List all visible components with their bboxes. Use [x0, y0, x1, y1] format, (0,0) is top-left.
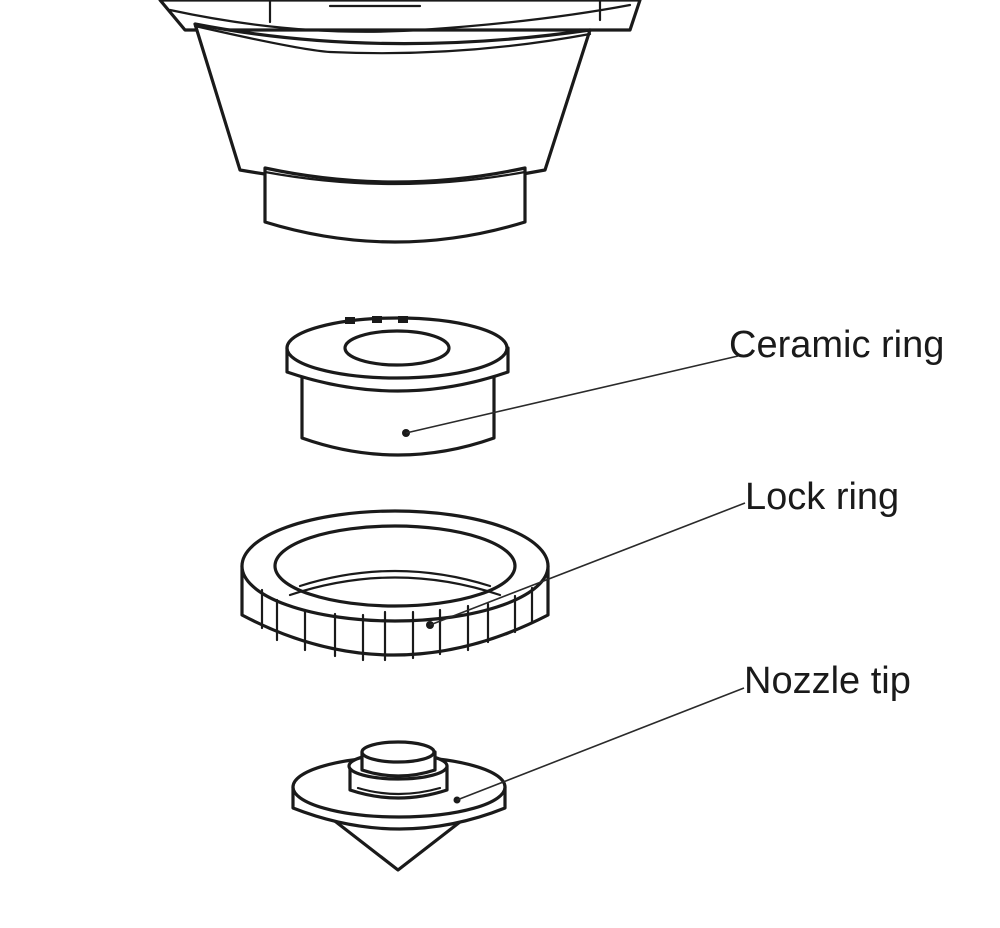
ceramic-ring-label: Ceramic ring: [729, 324, 945, 366]
lock-ring-leader: [429, 502, 746, 626]
nozzle-tip-leader: [456, 687, 745, 801]
nozzle-tip-label: Nozzle tip: [744, 660, 911, 702]
ceramic-ring-part: [285, 316, 510, 457]
lock-ring-part: [240, 509, 550, 662]
ceramic-ring-leader: [405, 355, 739, 434]
nozzle-holder-body: [158, 0, 642, 244]
lock-ring-label: Lock ring: [745, 476, 900, 518]
nozzle-tip-part: [291, 740, 507, 872]
